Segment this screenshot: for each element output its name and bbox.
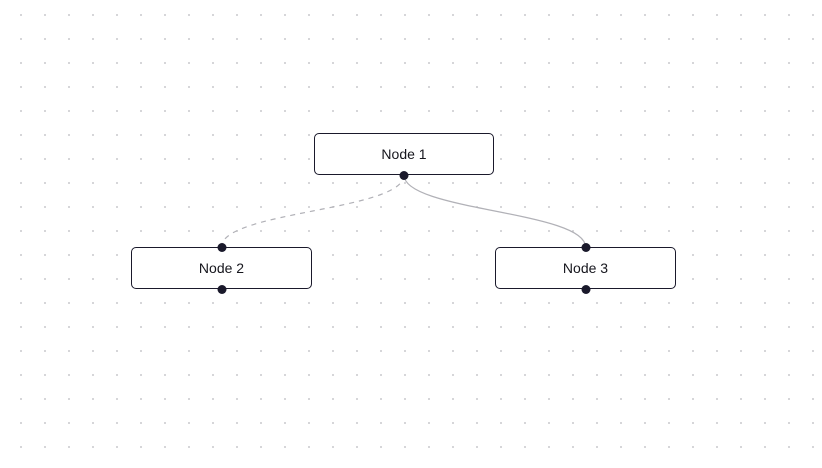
edge-1-2[interactable] [220,174,405,248]
node-label: Node 3 [562,260,609,276]
connection-handle-top[interactable] [217,242,226,252]
node-label: Node 1 [381,146,427,162]
edge-1-3[interactable] [403,174,587,248]
flow-node-node-1[interactable]: Node 1 [314,133,494,180]
connection-handle-bottom[interactable] [399,170,409,180]
connection-handle-bottom[interactable] [581,284,590,294]
connection-handle-top[interactable] [581,242,590,252]
node-label: Node 2 [198,260,245,276]
connection-handle-bottom[interactable] [217,284,226,294]
flow-node-node-2[interactable]: Node 2 [131,242,312,294]
flow-node-node-3[interactable]: Node 3 [495,242,676,294]
